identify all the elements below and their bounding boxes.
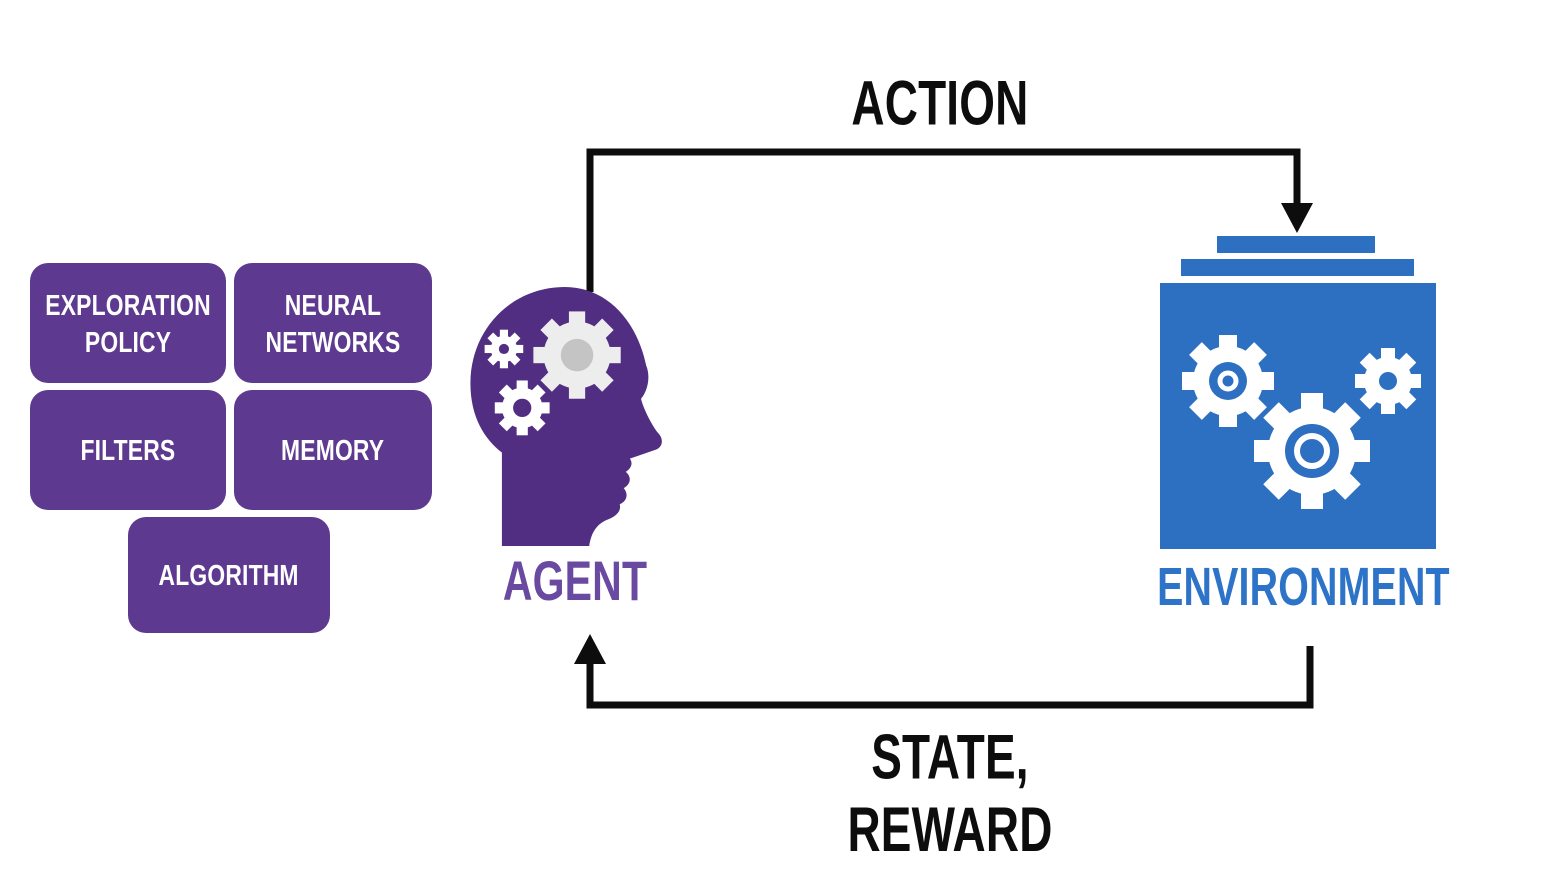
component-chip-label: NEURAL NETWORKS — [265, 287, 401, 358]
environment-label-text: ENVIRONMENT — [1157, 557, 1450, 618]
action-label-text: ACTION — [851, 67, 1029, 138]
environment-gears-icon — [1160, 283, 1436, 549]
component-chip-neural-networks: NEURAL NETWORKS — [234, 263, 432, 383]
environment-gear-b-icon — [1254, 393, 1370, 509]
large-gear-icon — [533, 311, 621, 399]
small-gear-icon — [484, 329, 524, 369]
environment-lid-top — [1217, 236, 1375, 253]
component-chip-label: EXPLORATION POLICY — [45, 287, 211, 358]
action-arrowhead-icon — [1281, 203, 1313, 233]
action-arrow-line — [586, 148, 1301, 292]
medium-gear-icon — [494, 380, 550, 436]
state-reward-label-text: STATE, REWARD — [847, 721, 1053, 865]
component-chip-algorithm: ALGORITHM — [128, 517, 330, 633]
state-reward-arrow-line — [586, 646, 1314, 709]
component-chip-label: ALGORITHM — [158, 557, 300, 592]
action-flow-label: ACTION — [780, 67, 1100, 138]
state-reward-arrowhead-icon — [574, 634, 606, 664]
component-chip-label: FILTERS — [80, 432, 176, 467]
component-chip-memory: MEMORY — [234, 390, 432, 510]
agent-label: AGENT — [455, 550, 695, 613]
environment-gear-a-icon — [1182, 335, 1274, 427]
environment-label: ENVIRONMENT — [1125, 558, 1471, 617]
component-chip-filters: FILTERS — [30, 390, 226, 510]
component-chip-exploration-policy: EXPLORATION POLICY — [30, 263, 226, 383]
state-reward-flow-label: STATE, REWARD — [730, 721, 1170, 864]
environment-gear-c-icon — [1355, 348, 1421, 414]
agent-label-text: AGENT — [502, 549, 648, 613]
agent-head-gears-icon — [466, 284, 682, 548]
component-chip-label: MEMORY — [281, 432, 385, 467]
environment-lid-middle — [1181, 259, 1414, 276]
